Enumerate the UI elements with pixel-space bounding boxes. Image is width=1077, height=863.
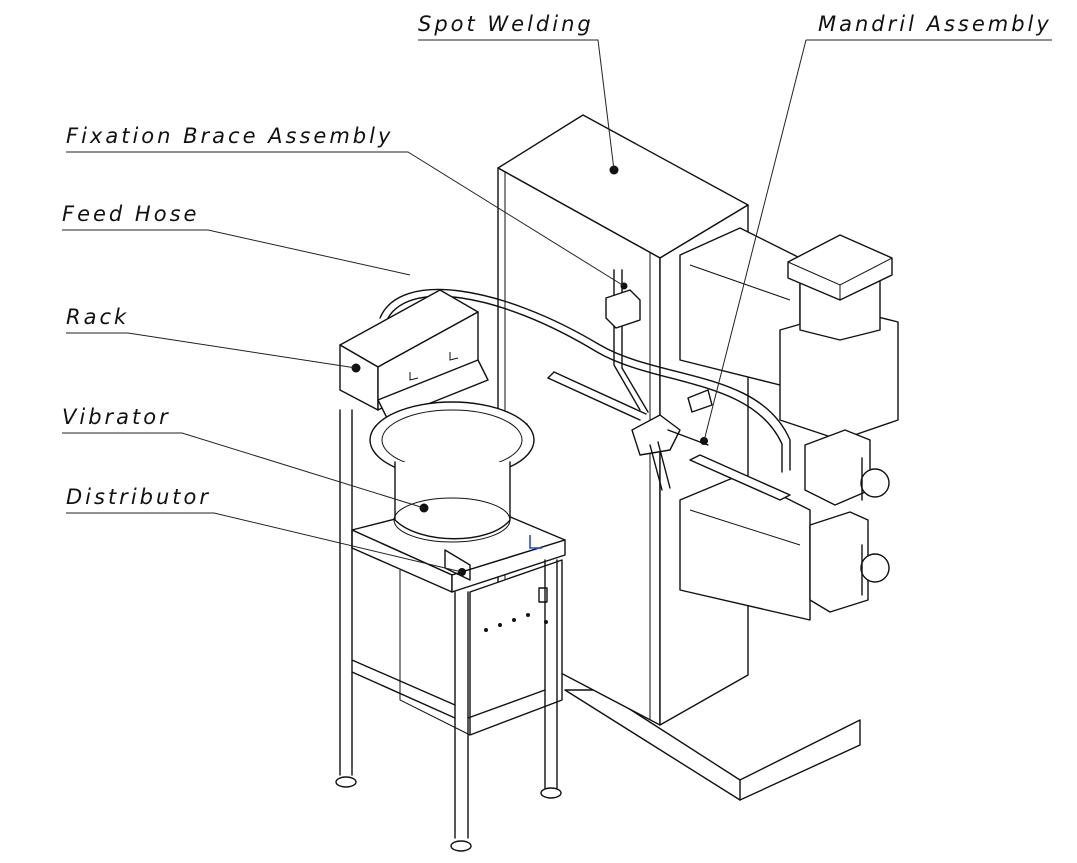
label-distributor: Distributor bbox=[66, 485, 212, 509]
ucs-marker bbox=[529, 535, 542, 549]
label-rack: Rack bbox=[66, 305, 130, 329]
callout-leaders bbox=[62, 39, 1052, 573]
mandril-and-brace bbox=[547, 269, 713, 491]
vibrator-bowl bbox=[369, 401, 535, 581]
label-spot-welding: Spot Welding bbox=[418, 12, 594, 36]
rack-stand bbox=[335, 289, 566, 852]
label-feed-hose: Feed Hose bbox=[62, 202, 200, 226]
label-fixation-brace-assembly: Fixation Brace Assembly bbox=[66, 124, 394, 148]
label-mandril-assembly: Mandril Assembly bbox=[818, 12, 1052, 36]
label-vibrator: Vibrator bbox=[62, 405, 171, 429]
